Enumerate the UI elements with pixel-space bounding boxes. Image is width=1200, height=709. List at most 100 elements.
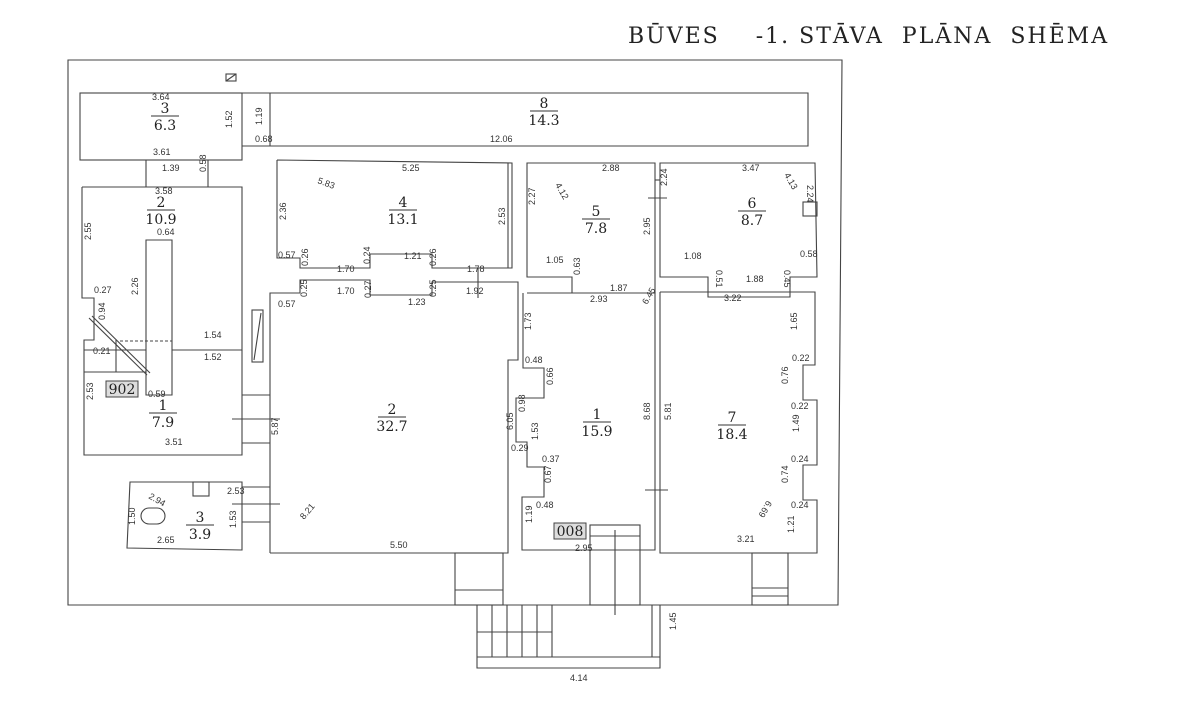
room-outline (82, 186, 243, 396)
room-area: 7.8 (585, 221, 607, 237)
dimension-label: 1.70 (337, 264, 355, 274)
dimension-label: 2.93 (590, 294, 608, 304)
room-outline (79, 92, 243, 161)
dimension-label: 2.24 (659, 168, 669, 186)
dimension-label: 0.51 (714, 270, 724, 288)
dimension-label: 2.88 (602, 163, 620, 173)
dimension-label: 2.27 (527, 187, 537, 205)
dimension-label: 0.24 (791, 454, 809, 464)
dimension-label: 0.27 (94, 285, 112, 295)
room-number: 4 (399, 195, 408, 211)
dimension-label: 1.52 (204, 352, 222, 362)
dimension-label: 0.24 (791, 500, 809, 510)
dimension-label: 4.12 (553, 181, 570, 201)
dimension-label: 1.65 (789, 312, 799, 330)
dimension-label: 1.53 (228, 510, 238, 528)
dimension-label: 2.95 (642, 217, 652, 235)
dimension-label: 0.57 (278, 299, 296, 309)
dimension-label: 0.22 (791, 401, 809, 411)
toilet-icon (140, 507, 166, 525)
room-number: 1 (159, 398, 168, 414)
dimension-label: 0.26 (300, 248, 310, 266)
dimension-label: 12.06 (490, 134, 513, 144)
dimension-label: 0.26 (428, 248, 438, 266)
dimension-label: 0.68 (255, 134, 273, 144)
room-tag: 008 (557, 524, 584, 540)
room-area: 8.7 (741, 213, 763, 229)
dimension-label: 2.55 (83, 222, 93, 240)
room-outline (659, 162, 818, 298)
room-outline (242, 92, 809, 147)
dimension-label: 0.48 (536, 500, 554, 510)
dimension-label: 0.58 (800, 249, 818, 259)
room-outline (659, 291, 818, 554)
dimension-label: 5.87 (270, 417, 280, 435)
room-outline (515, 292, 656, 551)
dimension-label: 0.24 (362, 246, 372, 264)
dimension-label: 1.05 (546, 255, 564, 265)
dimension-label: 4.13 (782, 171, 799, 191)
dimension-label: 2.26 (130, 277, 140, 295)
room-outline (269, 279, 519, 554)
dimension-label: 5.81 (663, 402, 673, 420)
dimension-label: 1.49 (791, 414, 801, 432)
north-arrow-icon (225, 73, 237, 82)
dimension-label: 2.53 (85, 382, 95, 400)
plan-title: BŪVES -1. STĀVA PLĀNA SHĒMA (628, 24, 1110, 49)
dimension-label: 0.63 (572, 257, 582, 275)
dimension-label: 3.51 (165, 437, 183, 447)
room-area: 10.9 (145, 212, 176, 228)
dimension-label: 1.78 (467, 264, 485, 274)
dimension-label: 5.25 (402, 163, 420, 173)
room-area: 13.1 (387, 212, 418, 228)
room-number: 7 (728, 410, 737, 426)
dimension-label: 1.19 (524, 505, 534, 523)
dimension-label: 5.50 (390, 540, 408, 550)
room-area: 32.7 (376, 419, 407, 435)
dimension-label: 6.05 (505, 412, 515, 430)
dimension-label: 1.70 (337, 286, 355, 296)
dimension-label: 1.88 (746, 274, 764, 284)
dimension-label: 2.95 (575, 543, 593, 553)
dimension-label: 0.37 (542, 454, 560, 464)
dimension-label: 1.21 (404, 251, 422, 261)
room-number: 3 (196, 510, 205, 526)
dimension-label: 0.48 (525, 355, 543, 365)
dimension-label: 8.21 (298, 501, 317, 521)
dimension-label: 0.94 (97, 302, 107, 320)
dimension-label: 1.21 (786, 515, 796, 533)
room-number: 3 (161, 101, 170, 117)
dimension-label: 2.24 (805, 185, 815, 203)
dimension-label: 1.39 (162, 163, 180, 173)
dimension-label: 1.08 (684, 251, 702, 261)
dimension-label: 1.52 (224, 110, 234, 128)
room-tag: 902 (109, 382, 136, 398)
dimension-label: 5.83 (316, 175, 336, 190)
dimension-label: 0.58 (198, 154, 208, 172)
dimension-label: 0.76 (780, 366, 790, 384)
dimension-label: 0.25 (299, 279, 309, 297)
dimension-label: 1.73 (523, 312, 533, 330)
room-number: 5 (592, 204, 601, 220)
dimension-label: 0.21 (93, 346, 111, 356)
dimension-label: 1.23 (408, 297, 426, 307)
room-outline (126, 481, 243, 551)
dimension-label: 0.64 (157, 227, 175, 237)
room-number: 2 (157, 195, 166, 211)
room-area: 3.9 (189, 527, 211, 543)
dimension-label: 0.27 (363, 280, 373, 298)
dimension-label: 1.92 (466, 286, 484, 296)
dimension-label: 3.61 (153, 147, 171, 157)
room-area: 6.3 (154, 118, 176, 134)
dimension-label: 0.57 (278, 250, 296, 260)
dimension-label: 2.53 (227, 486, 245, 496)
entrance-stairs (476, 605, 661, 669)
room-number: 2 (388, 402, 397, 418)
dimension-label: 0.25 (428, 279, 438, 297)
sink-icon (192, 481, 210, 497)
room-number: 8 (540, 96, 549, 112)
room-number: 1 (593, 407, 602, 423)
outer-boundary (67, 59, 843, 606)
dimension-label: 0.22 (792, 353, 810, 363)
